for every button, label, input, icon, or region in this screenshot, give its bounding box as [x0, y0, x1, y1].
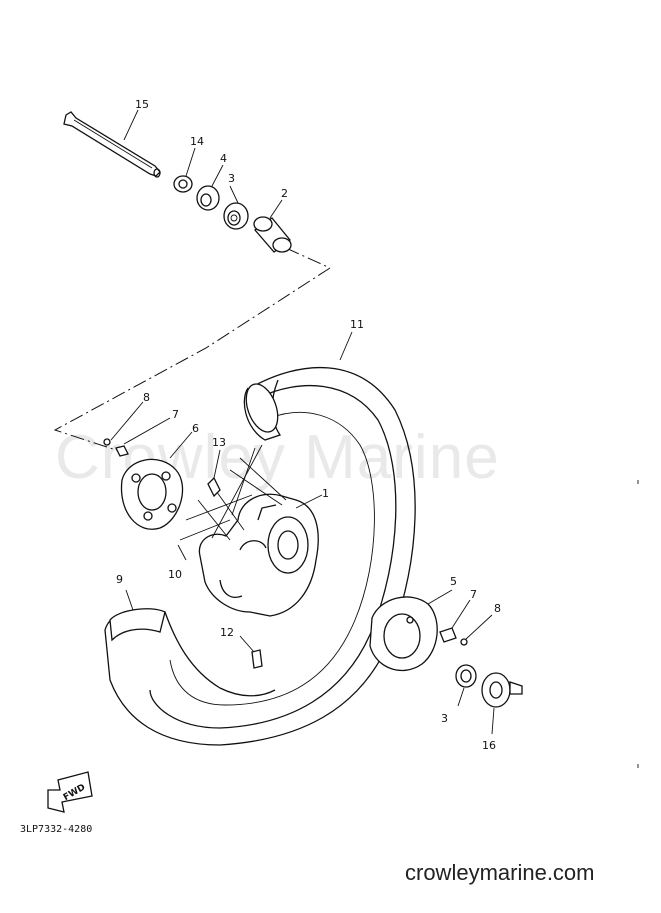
bolt-part-right: [439, 599, 471, 643]
valve-part: [239, 635, 263, 669]
callout-2: 2: [281, 187, 288, 200]
site-url: crowleymarine.com: [405, 860, 595, 885]
callout-13: 13: [212, 436, 226, 449]
callout-4: 4: [220, 152, 227, 165]
collar-part: [173, 147, 196, 193]
spokes-part: [177, 444, 287, 561]
callout-8-right: 8: [494, 602, 501, 615]
callout-10: 10: [168, 568, 182, 581]
gear-unit-part: [481, 672, 523, 735]
bolt-part-left: [115, 417, 171, 457]
bearing-part-top: [223, 185, 249, 230]
callout-8-left: 8: [143, 391, 150, 404]
callout-1: 1: [322, 487, 329, 500]
washer-part-right: [460, 614, 493, 646]
brake-disc-part: [120, 431, 193, 530]
bearing-part-bottom: [455, 664, 477, 707]
callout-3-top: 3: [228, 172, 235, 185]
brake-plate-part: [369, 589, 453, 672]
callout-3-bottom: 3: [441, 712, 448, 725]
diagram-part-number: 3LP7332-4280: [20, 824, 92, 835]
hub-part: [198, 493, 323, 617]
callout-9: 9: [116, 573, 123, 586]
callout-11: 11: [350, 318, 364, 331]
callout-16: 16: [482, 739, 496, 752]
callouts: 15 14 4 3 2 11 8 7 6 13 1 10 9 12 5 7 8 …: [116, 98, 501, 752]
callout-5: 5: [450, 575, 457, 588]
callout-12: 12: [220, 626, 234, 639]
callout-15: 15: [135, 98, 149, 111]
tube-part: [109, 589, 166, 642]
callout-14: 14: [190, 135, 204, 148]
fwd-arrow-icon: FWD: [47, 771, 93, 813]
callout-7-right: 7: [470, 588, 477, 601]
spoke-nipple-part: [207, 449, 221, 498]
callout-7-left: 7: [172, 408, 179, 421]
oil-seal-part: [196, 164, 224, 211]
axle-part: [63, 109, 161, 178]
washer-part-left: [103, 401, 144, 446]
spacer-part: [253, 199, 292, 253]
callout-6: 6: [192, 422, 199, 435]
assembly-lines: [53, 247, 331, 453]
